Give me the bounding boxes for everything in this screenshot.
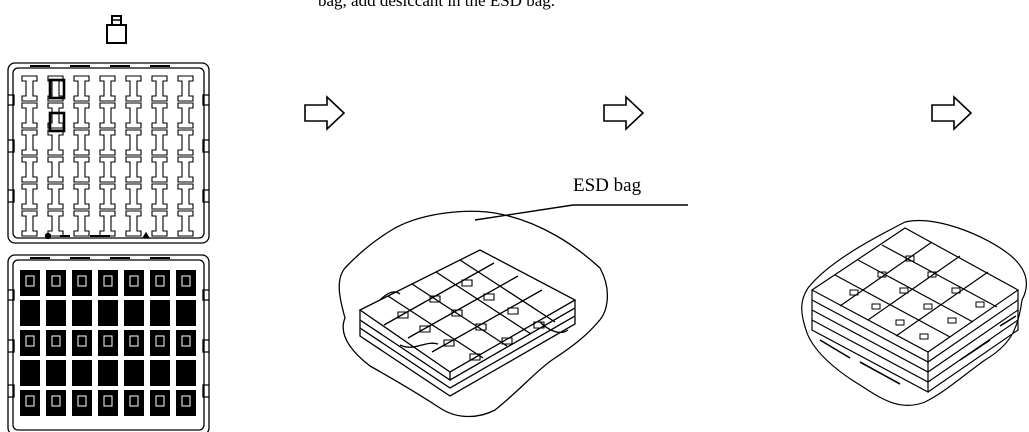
esd-bag-label: ESD bag <box>573 175 642 196</box>
single-pocket-icon <box>106 15 127 44</box>
right-outline-arrow-icon <box>603 95 645 131</box>
filled-tray-top-view <box>7 254 210 432</box>
empty-tray-top-view <box>7 62 210 244</box>
tray-stack-in-open-esd-bag <box>338 210 608 418</box>
sealed-esd-bag-package <box>801 220 1028 406</box>
tray-pocket-row <box>21 75 194 102</box>
esd-bag-leader-line <box>474 204 688 221</box>
right-outline-arrow-icon <box>931 95 973 131</box>
instruction-caption: bag, add desiccant in the ESD bag. <box>318 0 555 10</box>
right-outline-arrow-icon <box>304 95 346 131</box>
